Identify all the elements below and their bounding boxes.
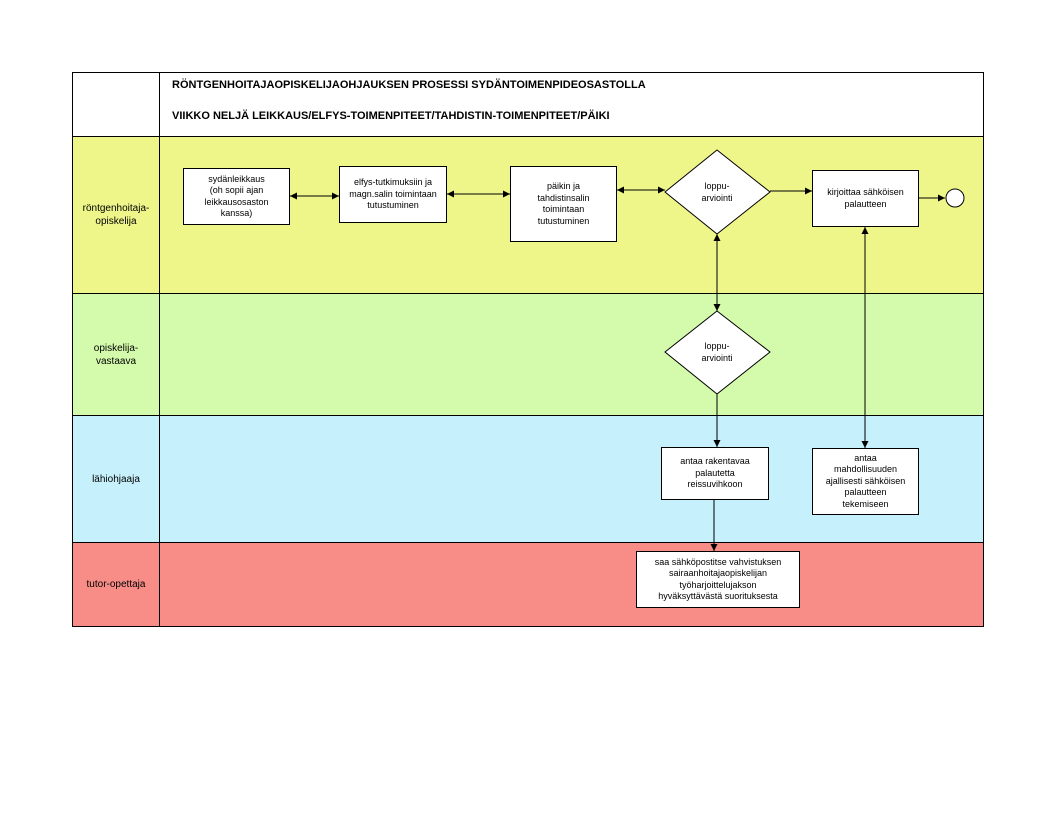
node-elfys-tutustuminen: elfys-tutkimuksiin ja magn.salin toimint… xyxy=(339,166,447,223)
end-circle xyxy=(945,188,965,208)
lane-label-lahiohjaaja: lähiohjaaja xyxy=(73,416,160,542)
decision-label-loppuarviointi-1: loppu- arviointi xyxy=(701,181,733,203)
decision-diamond-loppuarviointi-2 xyxy=(664,310,771,395)
diagram-subtitle: VIIKKO NELJÄ LEIKKAUS/ELFYS-TOIMENPITEET… xyxy=(172,110,610,122)
lane-opiskelija-vastaava: opiskelija- vastaava xyxy=(72,294,984,416)
node-antaa-mahdollisuuden: antaa mahdollisuuden ajallisesti sähköis… xyxy=(812,448,919,515)
lane-label-tutor-opettaja: tutor-opettaja xyxy=(73,543,160,626)
header-corner-cell xyxy=(73,73,160,136)
decision-label-loppuarviointi-2: loppu- arviointi xyxy=(701,341,733,363)
node-sydanleikkaus: sydänleikkaus (oh sopii ajan leikkausosa… xyxy=(183,168,290,225)
diagram-title: RÖNTGENHOITAJAOPISKELIJAOHJAUKSEN PROSES… xyxy=(172,79,646,91)
decision-diamond-loppuarviointi-1 xyxy=(664,149,771,235)
node-antaa-rakentavaa-palautetta: antaa rakentavaa palautetta reissuvihkoo… xyxy=(661,447,769,500)
lane-label-opiskelija-vastaava: opiskelija- vastaava xyxy=(73,294,160,415)
node-saa-sahkopostitse: saa sähköpostitse vahvistuksen sairaanho… xyxy=(636,551,800,608)
node-paikki-tutustuminen: päikin ja tahdistinsalin toimintaan tutu… xyxy=(510,166,617,242)
lane-tutor-opettaja: tutor-opettaja xyxy=(72,543,984,627)
lane-label-rontgenhoitaja-opiskelija: röntgenhoitaja- opiskelija xyxy=(73,137,160,293)
diagram-header: RÖNTGENHOITAJAOPISKELIJAOHJAUKSEN PROSES… xyxy=(72,72,984,137)
node-kirjoittaa-palautteen: kirjoittaa sähköisen palautteen xyxy=(812,170,919,227)
